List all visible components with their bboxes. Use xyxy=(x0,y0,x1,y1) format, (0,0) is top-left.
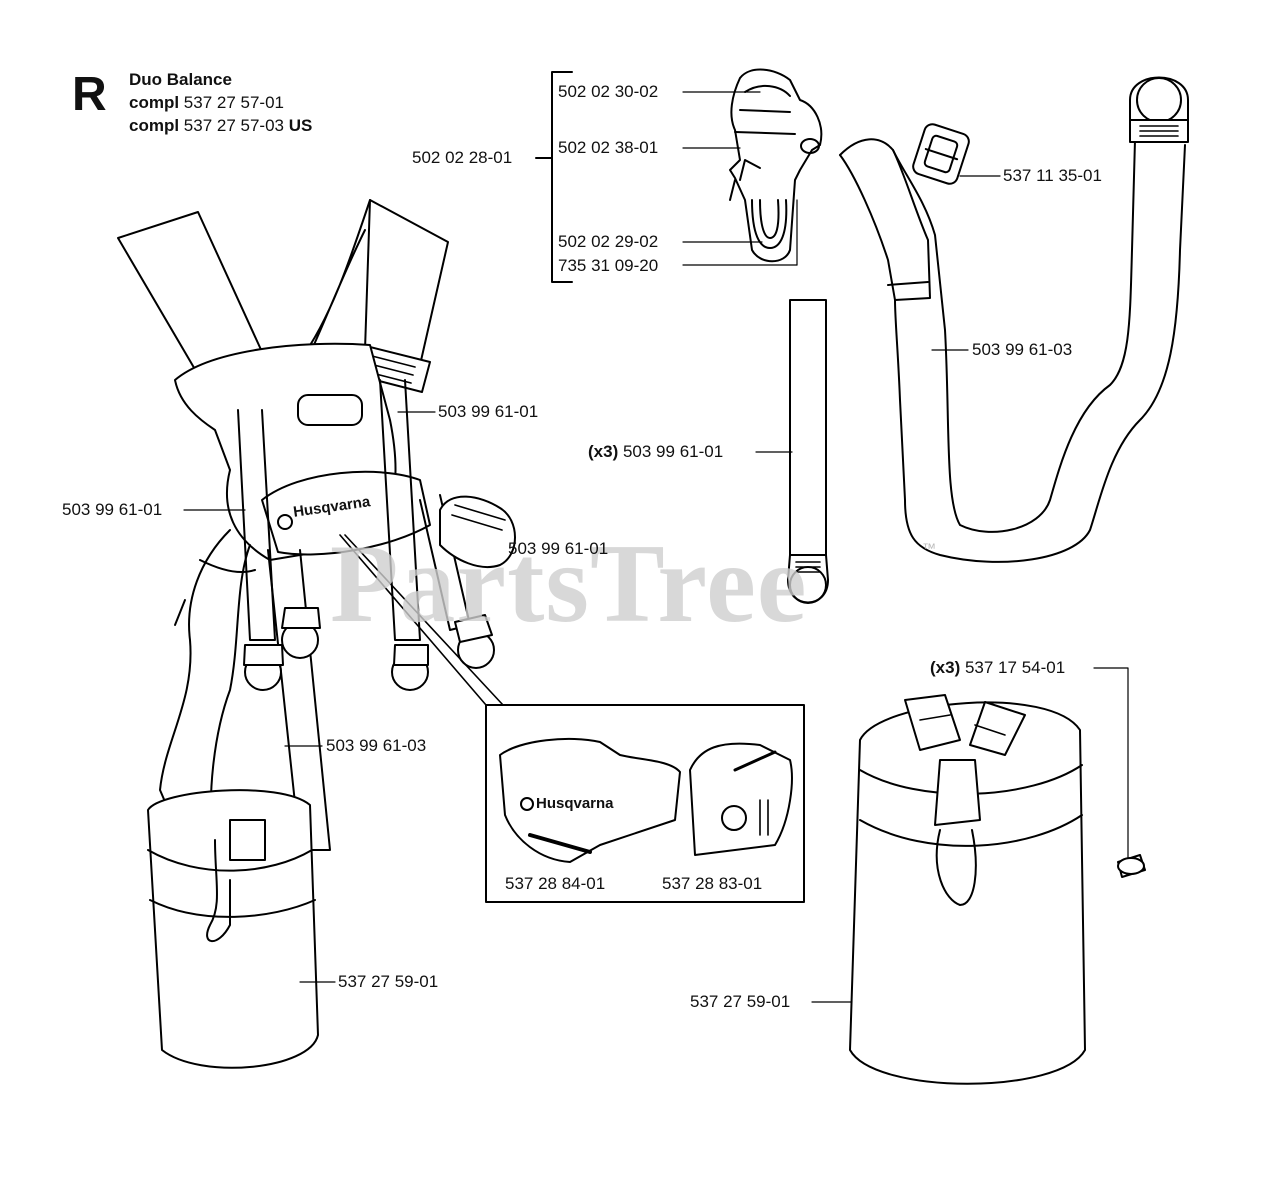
callout-clip-spring[interactable]: 735 31 09-20 xyxy=(558,256,659,275)
callout-side-strap[interactable]: 503 99 61-01 xyxy=(508,539,609,558)
qty-prefix-strap: (x3) xyxy=(588,442,619,461)
hip-strap-drawing xyxy=(839,76,1189,563)
watermark: PartsTree xyxy=(330,522,808,646)
compl-word-1: compl xyxy=(129,93,180,112)
callout-hip-pad-right[interactable]: 537 27 59-01 xyxy=(690,992,791,1011)
compl-number-2: 537 27 57-03 xyxy=(183,116,284,135)
compl-line-1: compl 537 27 57-01 xyxy=(129,93,284,113)
buckle-drawing xyxy=(912,123,970,185)
callout-clip-cover[interactable]: 502 02 30-02 xyxy=(558,82,659,101)
diagram-title: Duo Balance xyxy=(129,70,232,89)
single-strap-drawing xyxy=(787,299,829,604)
hip-pad-right-drawing xyxy=(849,694,1146,1085)
callout-single-strap-number: 503 99 61-01 xyxy=(622,442,724,461)
callout-clip-hook[interactable]: 502 02 29-02 xyxy=(558,232,659,251)
callout-clip-assembly[interactable]: 502 02 28-01 xyxy=(412,148,513,167)
callout-screw-number: 537 17 54-01 xyxy=(964,658,1066,677)
clip-assembly-drawing xyxy=(729,68,823,263)
compl-line-2: compl 537 27 57-03 US xyxy=(129,116,312,136)
detail-logo: Husqvarna xyxy=(536,795,614,812)
compl-word-2: compl xyxy=(129,116,180,135)
callout-single-strap[interactable]: (x3) 503 99 61-01 xyxy=(588,442,723,462)
compl-number-1: 537 27 57-01 xyxy=(183,93,284,112)
callout-clip-pin[interactable]: 502 02 38-01 xyxy=(558,138,659,157)
callout-detail-pad-left[interactable]: 537 28 84-01 xyxy=(505,874,606,893)
callout-hip-pad-left[interactable]: 537 27 59-01 xyxy=(338,972,439,991)
qty-prefix-screw: (x3) xyxy=(930,658,961,677)
detail-box-drawing xyxy=(339,534,805,903)
callout-detail-pad-right[interactable]: 537 28 83-01 xyxy=(662,874,763,893)
callout-hip-strap[interactable]: 503 99 61-03 xyxy=(972,340,1073,359)
callout-screw[interactable]: (x3) 537 17 54-01 xyxy=(930,658,1065,678)
watermark-trademark: ™ xyxy=(922,540,936,556)
compl-suffix-2: US xyxy=(288,116,313,135)
callout-buckle[interactable]: 537 11 35-01 xyxy=(1003,166,1102,185)
harness-drawing xyxy=(117,199,516,1069)
clip-assembly-bracket xyxy=(551,71,573,283)
section-letter: R xyxy=(72,68,107,121)
callout-lower-strap[interactable]: 503 99 61-03 xyxy=(326,736,427,755)
callout-right-shoulder-strap[interactable]: 503 99 61-01 xyxy=(438,402,539,421)
callout-left-shoulder-strap[interactable]: 503 99 61-01 xyxy=(62,500,163,519)
leader-lines xyxy=(183,91,1129,1003)
